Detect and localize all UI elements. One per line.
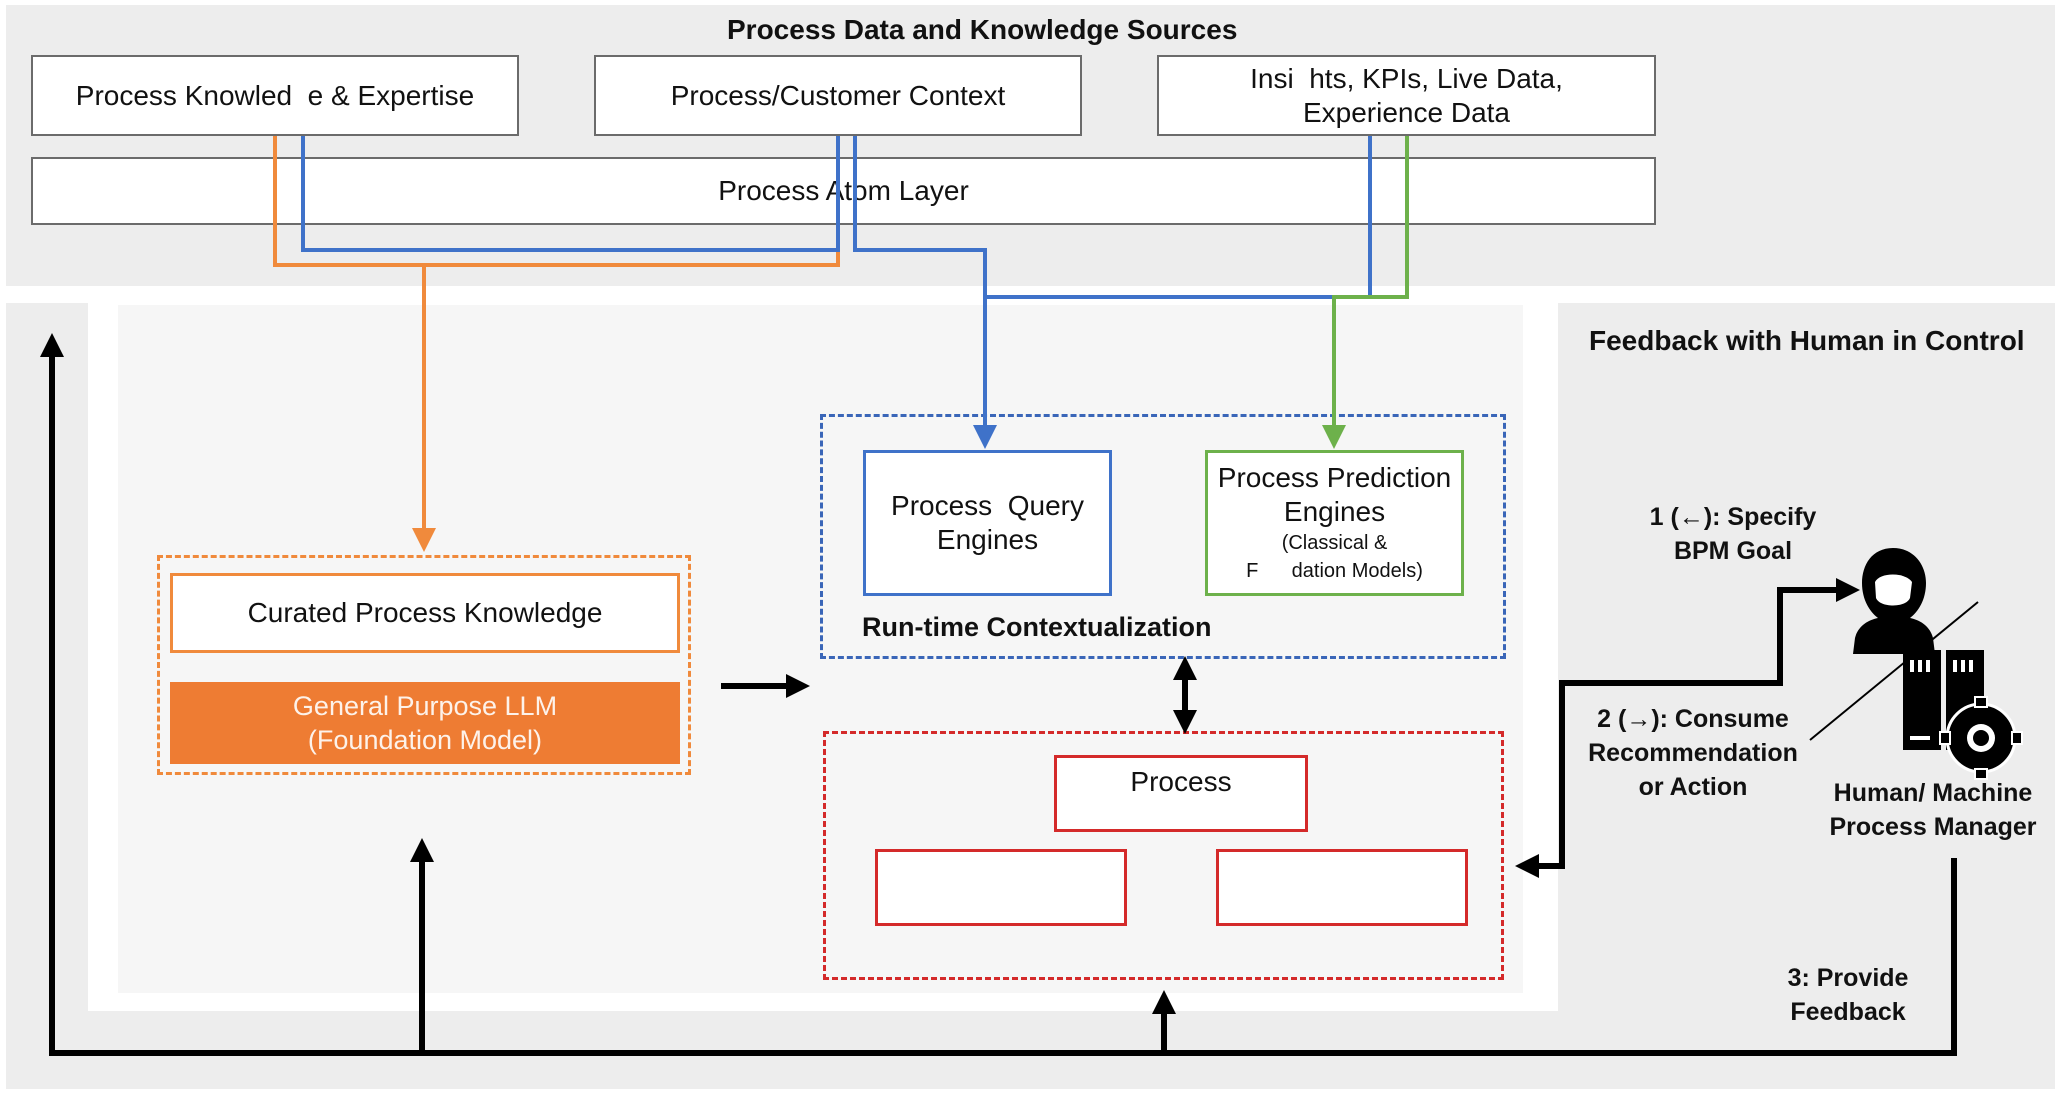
insights-kpis-box: Insi hts, KPIs, Live Data, Experience Da…	[1157, 55, 1656, 136]
sources-panel	[6, 5, 2055, 286]
manager-divider	[1809, 601, 1979, 741]
llm-line-2: (Foundation Model)	[307, 725, 543, 755]
process-box: Process	[1054, 755, 1308, 832]
prediction-engines-box: Process Prediction Engines (Classical & …	[1205, 450, 1464, 596]
process-atom-layer-label: Process Atom Layer	[718, 175, 969, 206]
knowledge-expertise-box: Process Knowled e & Expertise	[31, 55, 519, 136]
knowledge-group	[157, 555, 691, 775]
llm-line-1: General Purpose LLM	[292, 691, 558, 721]
manager-label: Human/ Machine Process Manager	[1818, 776, 2048, 844]
feedback-heading: Feedback with Human in Control	[1589, 325, 2025, 356]
curated-knowledge-label: Curated Process Knowledge	[247, 597, 603, 628]
server-gear-icon	[1903, 650, 2023, 780]
prediction-line-3: (Classical &	[1281, 532, 1388, 554]
query-engines-box: Process Query Engines	[863, 450, 1112, 596]
prediction-line-1: Process Prediction	[1217, 462, 1452, 493]
prediction-line-2: Engines	[1283, 496, 1386, 527]
step3-line-2: Feedback	[1790, 998, 1906, 1026]
feedback-loop	[40, 333, 1957, 1056]
process-label: Process	[1130, 766, 1232, 797]
orange-connector	[273, 136, 840, 552]
runtime-group	[820, 414, 1506, 659]
curated-knowledge-box: Curated Process Knowledge	[170, 573, 680, 653]
runtime-label: Run-time Contextualization	[862, 612, 1212, 642]
insights-line-2: Experience Data	[1302, 96, 1510, 128]
manager-line-2: Process Manager	[1829, 813, 2037, 841]
llm-box: General Purpose LLM (Foundation Model)	[170, 682, 680, 764]
customer-context-label: Process/Customer Context	[670, 79, 1006, 111]
manager-line-1: Human/ Machine	[1833, 779, 2033, 807]
step1-label: 1 (←): Specify BPM Goal	[1618, 500, 1848, 568]
step3-line-1: 3: Provide	[1787, 964, 1909, 992]
green-connector	[1322, 136, 1409, 449]
step1-line-2: BPM Goal	[1673, 537, 1793, 565]
query-line-1: Process Query	[891, 490, 1084, 521]
customer-context-box: Process/Customer Context	[594, 55, 1082, 136]
knowledge-expertise-label: Process Knowled e & Expertise	[75, 79, 475, 111]
step1-line-1: 1 (←): Specify	[1649, 503, 1817, 531]
process-group	[823, 731, 1504, 980]
insights-line-1: Insi hts, KPIs, Live Data,	[1250, 62, 1563, 94]
process-sub-box-left	[875, 849, 1127, 926]
prediction-line-4: F dation Models)	[1246, 560, 1423, 582]
sources-heading: Process Data and Knowledge Sources	[727, 14, 1238, 45]
process-sub-box-right	[1216, 849, 1468, 926]
query-line-2: Engines	[936, 524, 1039, 555]
blue-connector	[301, 136, 1372, 449]
person-icon	[1853, 548, 1935, 654]
step3-label: 3: Provide Feedback	[1738, 961, 1958, 1029]
